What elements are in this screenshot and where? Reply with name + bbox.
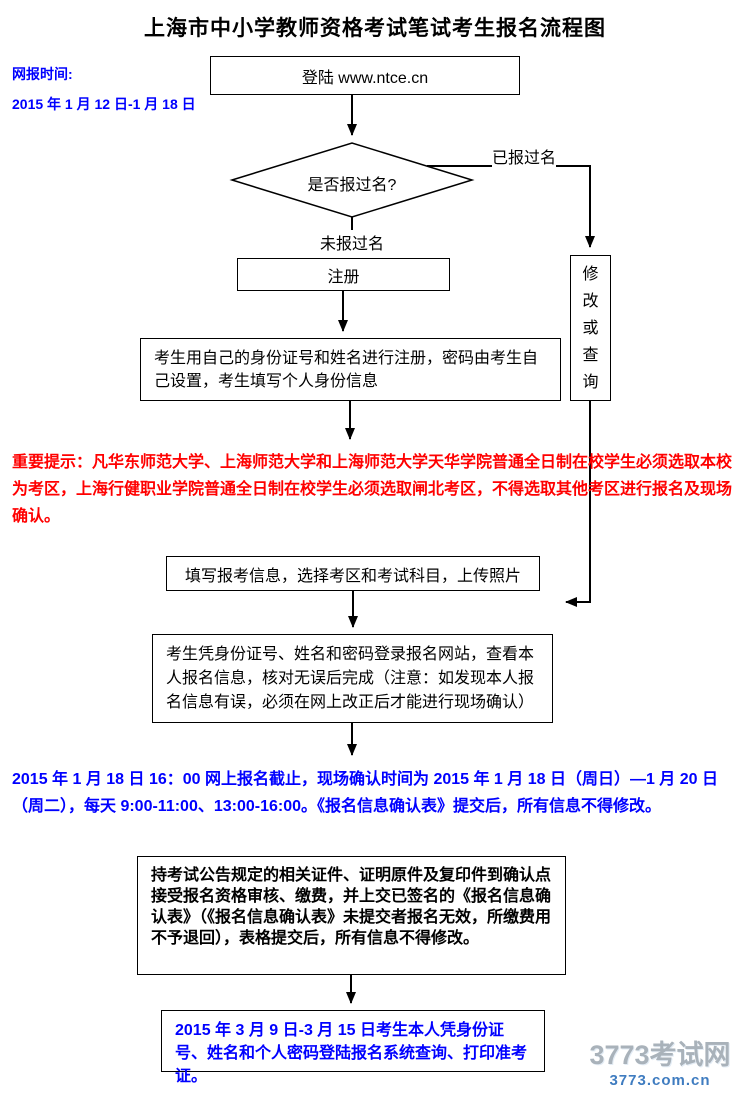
watermark: 3773考试网 3773.com.cn: [574, 1040, 746, 1092]
important-note: 重要提示：凡华东师范大学、上海师范大学和上海师范大学天华学院普通全日制在校学生必…: [12, 454, 733, 525]
watermark-site-url: 3773.com.cn: [609, 1072, 711, 1089]
branch-label-registered: 已报过名: [492, 144, 557, 168]
node-onsite-confirm: 持考试公告规定的相关证件、证明原件及复印件到确认点接受报名资格审核、缴费，并上交…: [137, 856, 566, 975]
node-modify-query: 修改或查询: [570, 255, 611, 401]
node-login: 登陆 www.ntce.cn: [210, 56, 520, 95]
page-title: 上海市中小学教师资格考试笔试考生报名流程图: [144, 17, 606, 40]
decision-diamond-shape: [229, 142, 475, 218]
branch-label-not-registered: 未报过名: [303, 230, 401, 254]
node-verify: 考生凭身份证号、姓名和密码登录报名网站，查看本人报名信息，核对无误后完成（注意：…: [152, 634, 553, 723]
deadline-note: 2015 年 1 月 18 日 16：00 网上报名截止，现场确认时间为 201…: [12, 771, 718, 815]
node-register-detail: 考生用自己的身份证号和姓名进行注册，密码由考生自己设置，考生填写个人身份信息: [140, 338, 561, 401]
node-register: 注册: [237, 258, 450, 291]
node-decision-label: 是否报过名?: [307, 177, 397, 194]
schedule-note-dates: 2015 年 1 月 12 日-1 月 18 日: [12, 96, 196, 112]
connector-decision-to-modify: [427, 165, 595, 248]
connector-modify-to-mainflow: [565, 401, 591, 607]
watermark-site-name: 3773考试网: [589, 1040, 731, 1070]
node-print-ticket: 2015 年 3 月 9 日-3 月 15 日考生本人凭身份证号、姓名和个人密码…: [161, 1010, 545, 1085]
schedule-note-label: 网报时间:: [12, 66, 73, 82]
node-fill-info: 填写报考信息，选择考区和考试科目，上传照片: [166, 556, 540, 591]
node-modify-query-label: 修改或查询: [582, 265, 599, 391]
